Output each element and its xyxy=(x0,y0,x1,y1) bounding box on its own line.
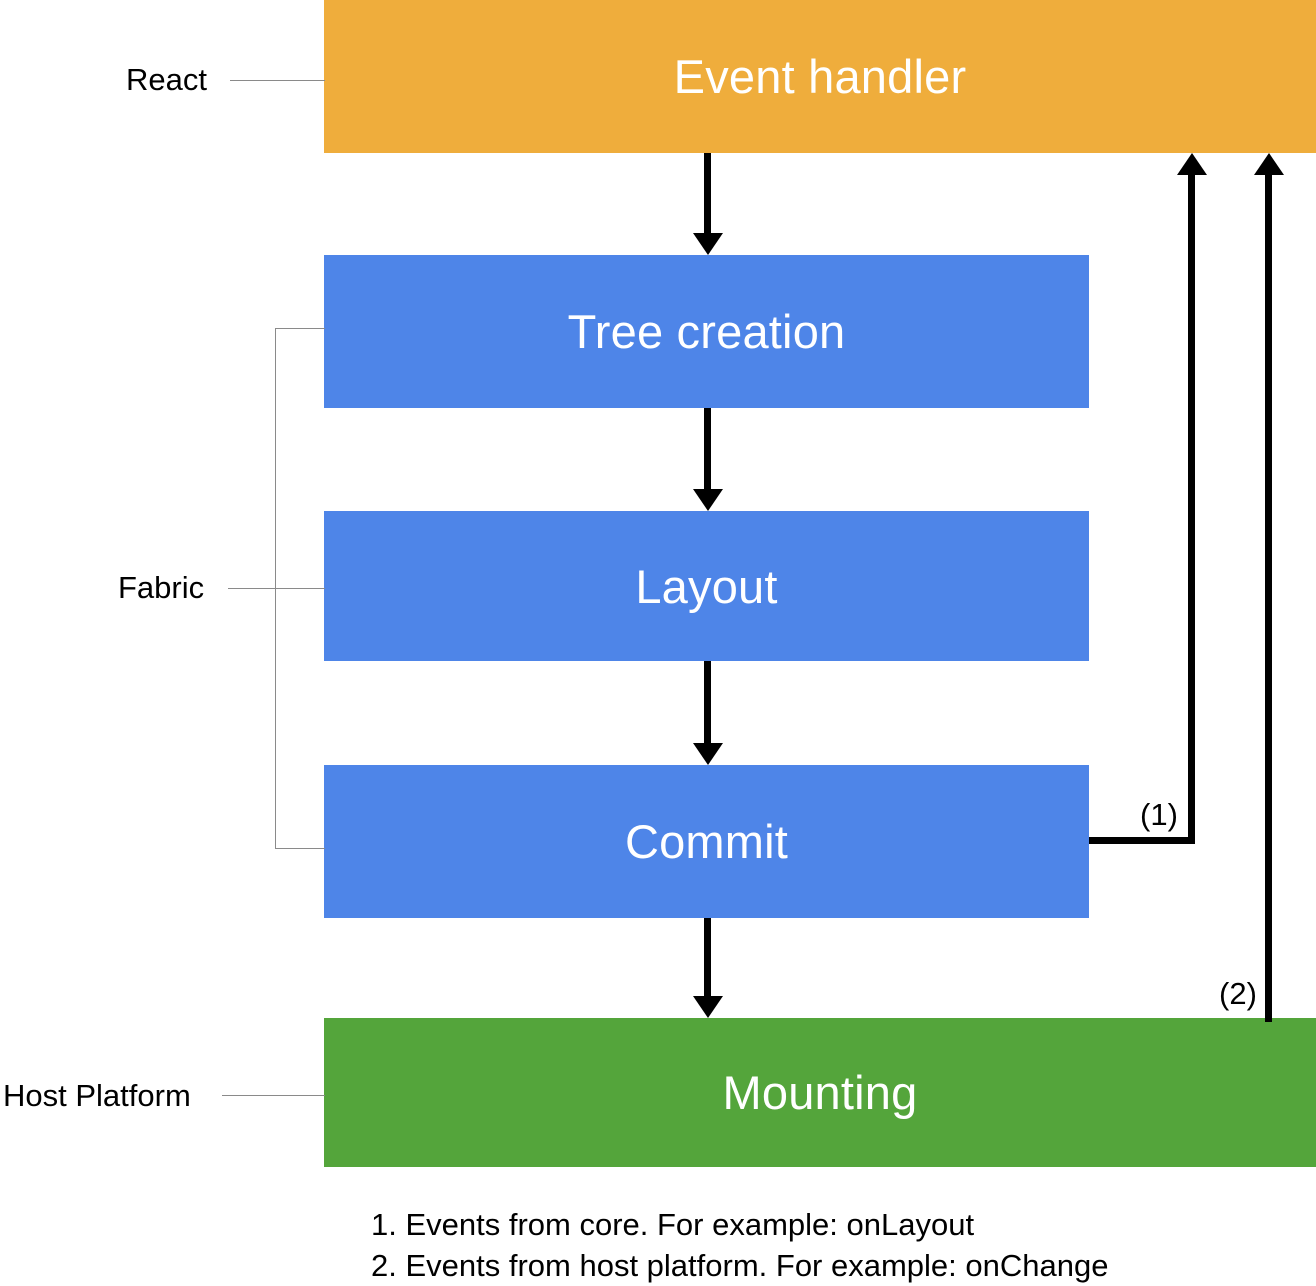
arrow-commit-to-mounting xyxy=(704,918,711,997)
layer-label-host-platform: Host Platform xyxy=(3,1078,191,1113)
footnote-line-1: 1. Events from core. For example: onLayo… xyxy=(371,1207,975,1242)
node-tree-creation[interactable]: Tree creation xyxy=(324,255,1089,408)
fabric-bracket-top-arm xyxy=(275,328,325,329)
footnote-line-2: 2. Events from host platform. For exampl… xyxy=(371,1248,1109,1283)
feedback-arrow-1-commit-to-event-handler xyxy=(1188,174,1195,844)
node-event-handler-label: Event handler xyxy=(673,50,967,103)
layer-label-react: React xyxy=(126,62,207,97)
leader-line-react xyxy=(230,80,325,81)
leader-line-fabric xyxy=(228,588,325,589)
fabric-bracket-vertical xyxy=(275,328,276,849)
node-commit[interactable]: Commit xyxy=(324,765,1089,918)
node-layout-label: Layout xyxy=(635,559,778,613)
arrow-event-handler-to-tree-creation xyxy=(704,153,711,234)
layer-label-fabric: Fabric xyxy=(118,570,205,605)
feedback-ref-1-label: (1) xyxy=(1140,797,1178,832)
leader-line-host-platform xyxy=(222,1095,325,1096)
node-commit-label: Commit xyxy=(624,815,789,868)
feedback-arrow-2-mounting-to-event-handler xyxy=(1265,174,1272,1022)
feedback-1-horizontal-segment xyxy=(1089,837,1195,844)
arrow-layout-to-commit xyxy=(704,661,711,744)
fabric-bracket-bottom-arm xyxy=(275,848,325,849)
node-event-handler[interactable]: Event handler xyxy=(324,0,1316,153)
node-tree-creation-label: Tree creation xyxy=(567,305,846,358)
node-layout[interactable]: Layout xyxy=(324,511,1089,661)
arrow-tree-creation-to-layout xyxy=(704,408,711,490)
feedback-ref-2-label: (2) xyxy=(1219,976,1257,1011)
node-mounting[interactable]: Mounting xyxy=(324,1018,1316,1167)
node-mounting-label: Mounting xyxy=(722,1066,918,1119)
footnotes: 1. Events from core. For example: onLayo… xyxy=(371,1204,1108,1286)
